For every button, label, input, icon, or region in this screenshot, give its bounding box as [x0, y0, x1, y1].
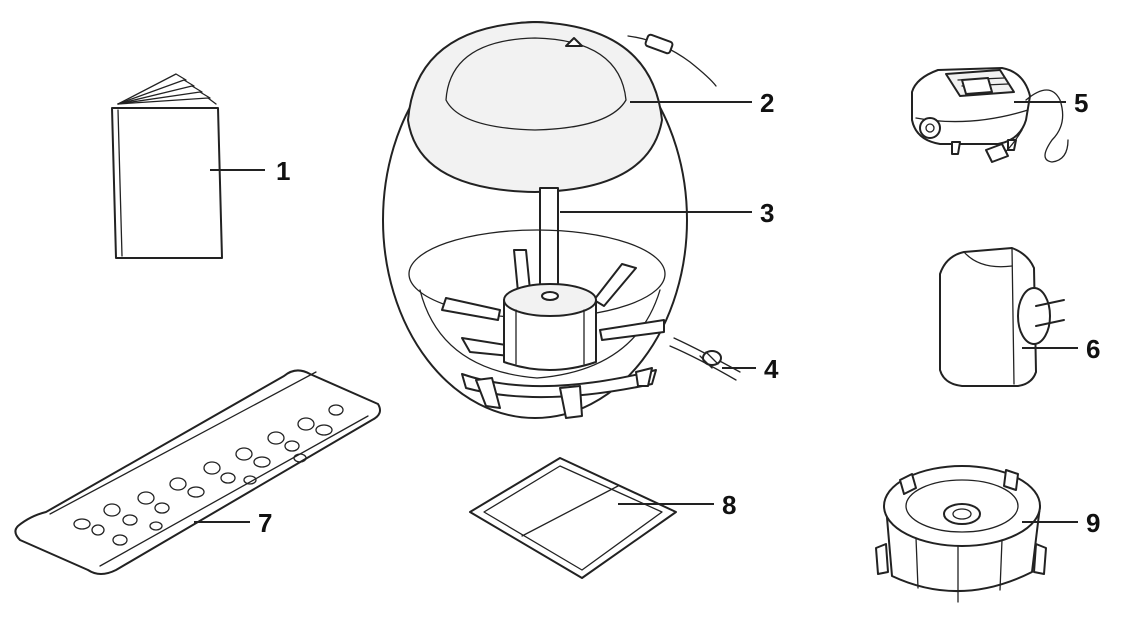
callout-2: 2 — [760, 88, 774, 118]
callout-1: 1 — [276, 156, 290, 186]
power-adapter-icon — [939, 247, 1065, 387]
air-pump-icon — [911, 67, 1069, 163]
callout-4: 4 — [764, 354, 779, 384]
aquarium-lid-icon — [407, 21, 663, 193]
sachet-icon — [469, 457, 677, 579]
callout-5: 5 — [1074, 88, 1088, 118]
leader-lines — [194, 101, 1078, 523]
callout-labels: 1 2 3 4 5 6 7 8 9 — [258, 88, 1100, 538]
aquarium-sphere-icon — [382, 21, 741, 419]
callout-9: 9 — [1086, 508, 1100, 538]
callout-7: 7 — [258, 508, 272, 538]
callout-6: 6 — [1086, 334, 1100, 364]
air-valve-icon — [669, 337, 741, 381]
callout-8: 8 — [722, 490, 736, 520]
filter-cartridge-icon — [875, 465, 1047, 603]
callout-3: 3 — [760, 198, 774, 228]
instruction-booklet-icon — [111, 73, 223, 259]
ceramic-media-bag-icon — [14, 369, 381, 575]
